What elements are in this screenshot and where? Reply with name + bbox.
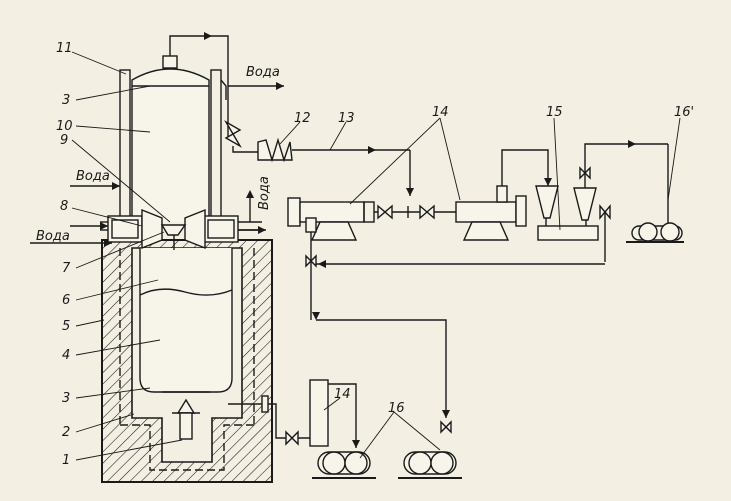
labels: 11 3 10 9 8 7 6 5 4 3 2 1 12 13 14 15 16…: [36, 41, 694, 468]
label-13: 13: [338, 111, 355, 126]
label-6: 6: [62, 293, 70, 308]
leader-lines: [71, 51, 681, 461]
label-14-bottom: 14: [334, 387, 351, 402]
label-water-left-lower: Вода: [36, 229, 70, 244]
label-16p: 16': [674, 105, 694, 120]
label-3-top: 3: [62, 93, 70, 108]
pump-16p: [626, 144, 684, 243]
label-5: 5: [62, 319, 70, 334]
label-14-top: 14: [432, 105, 449, 120]
heat-exchanger: [257, 137, 414, 196]
label-10: 10: [56, 119, 73, 134]
upper-column: [119, 55, 222, 222]
label-4: 4: [62, 348, 70, 363]
water-outlet-right: [238, 190, 266, 234]
top-pipe: [169, 32, 284, 153]
condenser-right: [455, 149, 552, 241]
label-11: 11: [56, 41, 73, 56]
separator: [535, 140, 668, 262]
condenser-left: [287, 197, 375, 252]
label-water-left-upper: Вода: [76, 169, 110, 184]
inner-liner: [119, 248, 255, 471]
label-15: 15: [546, 105, 563, 120]
label-8: 8: [60, 199, 68, 214]
pipe-valves: [374, 204, 456, 220]
label-3-bottom: 3: [62, 391, 70, 406]
label-16: 16: [388, 401, 405, 416]
label-12: 12: [294, 111, 311, 126]
gate-valve-section: [100, 208, 262, 250]
lower-receiver: [228, 379, 360, 448]
pumps-16: [312, 451, 462, 479]
water-inlet-left: [30, 182, 120, 247]
lower-crucible: [139, 248, 233, 440]
label-7: 7: [62, 261, 71, 276]
label-2: 2: [62, 425, 70, 440]
label-9: 9: [60, 133, 68, 148]
label-water-right: Вода: [257, 176, 272, 210]
label-1: 1: [62, 453, 70, 468]
label-water-top: Вода: [246, 65, 280, 80]
drain-lines: [305, 252, 605, 434]
